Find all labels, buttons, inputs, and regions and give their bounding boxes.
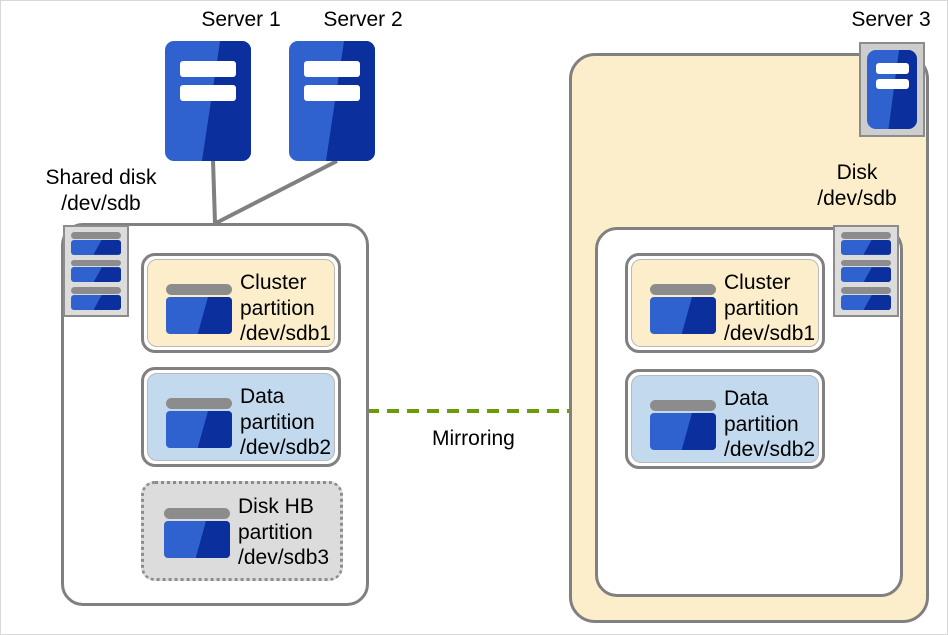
partition-disk-icon [164,508,230,558]
disk-platter [71,259,121,283]
cluster-partition-right-card[interactable]: Cluster partition /dev/sdb1 [625,253,825,353]
disk-platter-body [841,239,891,255]
disk-platter-cap [841,232,891,239]
server-icon [165,41,251,161]
server-icon-bar-2 [875,79,909,90]
partition-disk-cap [650,400,716,411]
disk-platter-cap [841,259,891,267]
server-icon-bar-2 [303,85,361,101]
cluster-partition-left-card[interactable]: Cluster partition /dev/sdb1 [141,253,341,353]
server-icon-bar-1 [179,61,237,77]
partition-disk-body [166,411,232,448]
cluster-partition-left-text: Cluster partition /dev/sdb1 [240,271,332,346]
partition-disk-cap [166,284,232,295]
server3-label: Server 3 [851,8,931,31]
shared-disk-label: Shared disk /dev/sdb [45,166,157,215]
partition-disk-icon [166,398,232,448]
disk-platter-cap [71,232,121,239]
data-partition-left-card[interactable]: Data partition /dev/sdb2 [141,367,341,467]
server-icon-bar-2 [179,85,237,101]
disk-platter [841,287,891,310]
cluster-partition-left-inner: Cluster partition /dev/sdb1 [147,259,335,347]
partition-disk-body [650,413,716,450]
disk-platter-cap [841,287,891,295]
data-partition-right-text: Data partition /dev/sdb2 [724,387,816,462]
disk-stack-icon [833,225,899,317]
data-partition-right-inner: Data partition /dev/sdb2 [631,375,819,463]
disk-platter [841,259,891,283]
data-partition-left-inner: Data partition /dev/sdb2 [147,373,335,461]
data-partition-left-text: Data partition /dev/sdb2 [240,385,332,460]
server-icon [867,50,917,129]
disk-platter-body [841,267,891,283]
server1-connector [211,159,217,224]
mirroring-label: Mirroring [432,427,515,450]
disk-platter [841,232,891,255]
partition-disk-icon [166,284,232,334]
cluster-partition-right-inner: Cluster partition /dev/sdb1 [631,259,819,347]
server2-connector [215,159,338,225]
partition-disk-cap [166,398,232,409]
disk-hb-partition-left-text: Disk HB partition /dev/sdb3 [238,495,330,570]
disk-stack-icon [63,225,129,317]
server1-label: Server 1 [201,8,281,31]
disk-platter [71,232,121,255]
disk-platter-body [841,295,891,310]
disk-platter-cap [71,287,121,295]
data-partition-right-card[interactable]: Data partition /dev/sdb2 [625,369,825,469]
partition-disk-cap [650,284,716,295]
disk-platter-body [71,267,121,283]
cluster-partition-right-text: Cluster partition /dev/sdb1 [724,271,816,346]
disk-platter-body [71,239,121,255]
partition-disk-body [650,297,716,334]
server2-label: Server 2 [323,8,403,31]
server-icon-shade [888,50,917,129]
server-icon-bar-1 [303,61,361,77]
partition-disk-icon [650,284,716,334]
server-icon-bar-1 [875,63,909,74]
disk-hb-partition-left-card[interactable]: Disk HB partition /dev/sdb3 [141,481,343,581]
disk-platter [71,287,121,310]
partition-disk-body [166,297,232,334]
disk-label: Disk /dev/sdb [817,161,897,210]
server-icon-shade [325,41,375,161]
disk-hb-partition-left-inner: Disk HB partition /dev/sdb3 [144,484,340,578]
partition-disk-cap [164,508,230,519]
server-icon [289,41,375,161]
server-icon-shade [201,41,251,161]
disk-platter-body [71,295,121,310]
partition-disk-icon [650,400,716,450]
partition-disk-body [164,521,230,558]
server3-icon-frame [859,42,925,137]
disk-platter-cap [71,259,121,267]
